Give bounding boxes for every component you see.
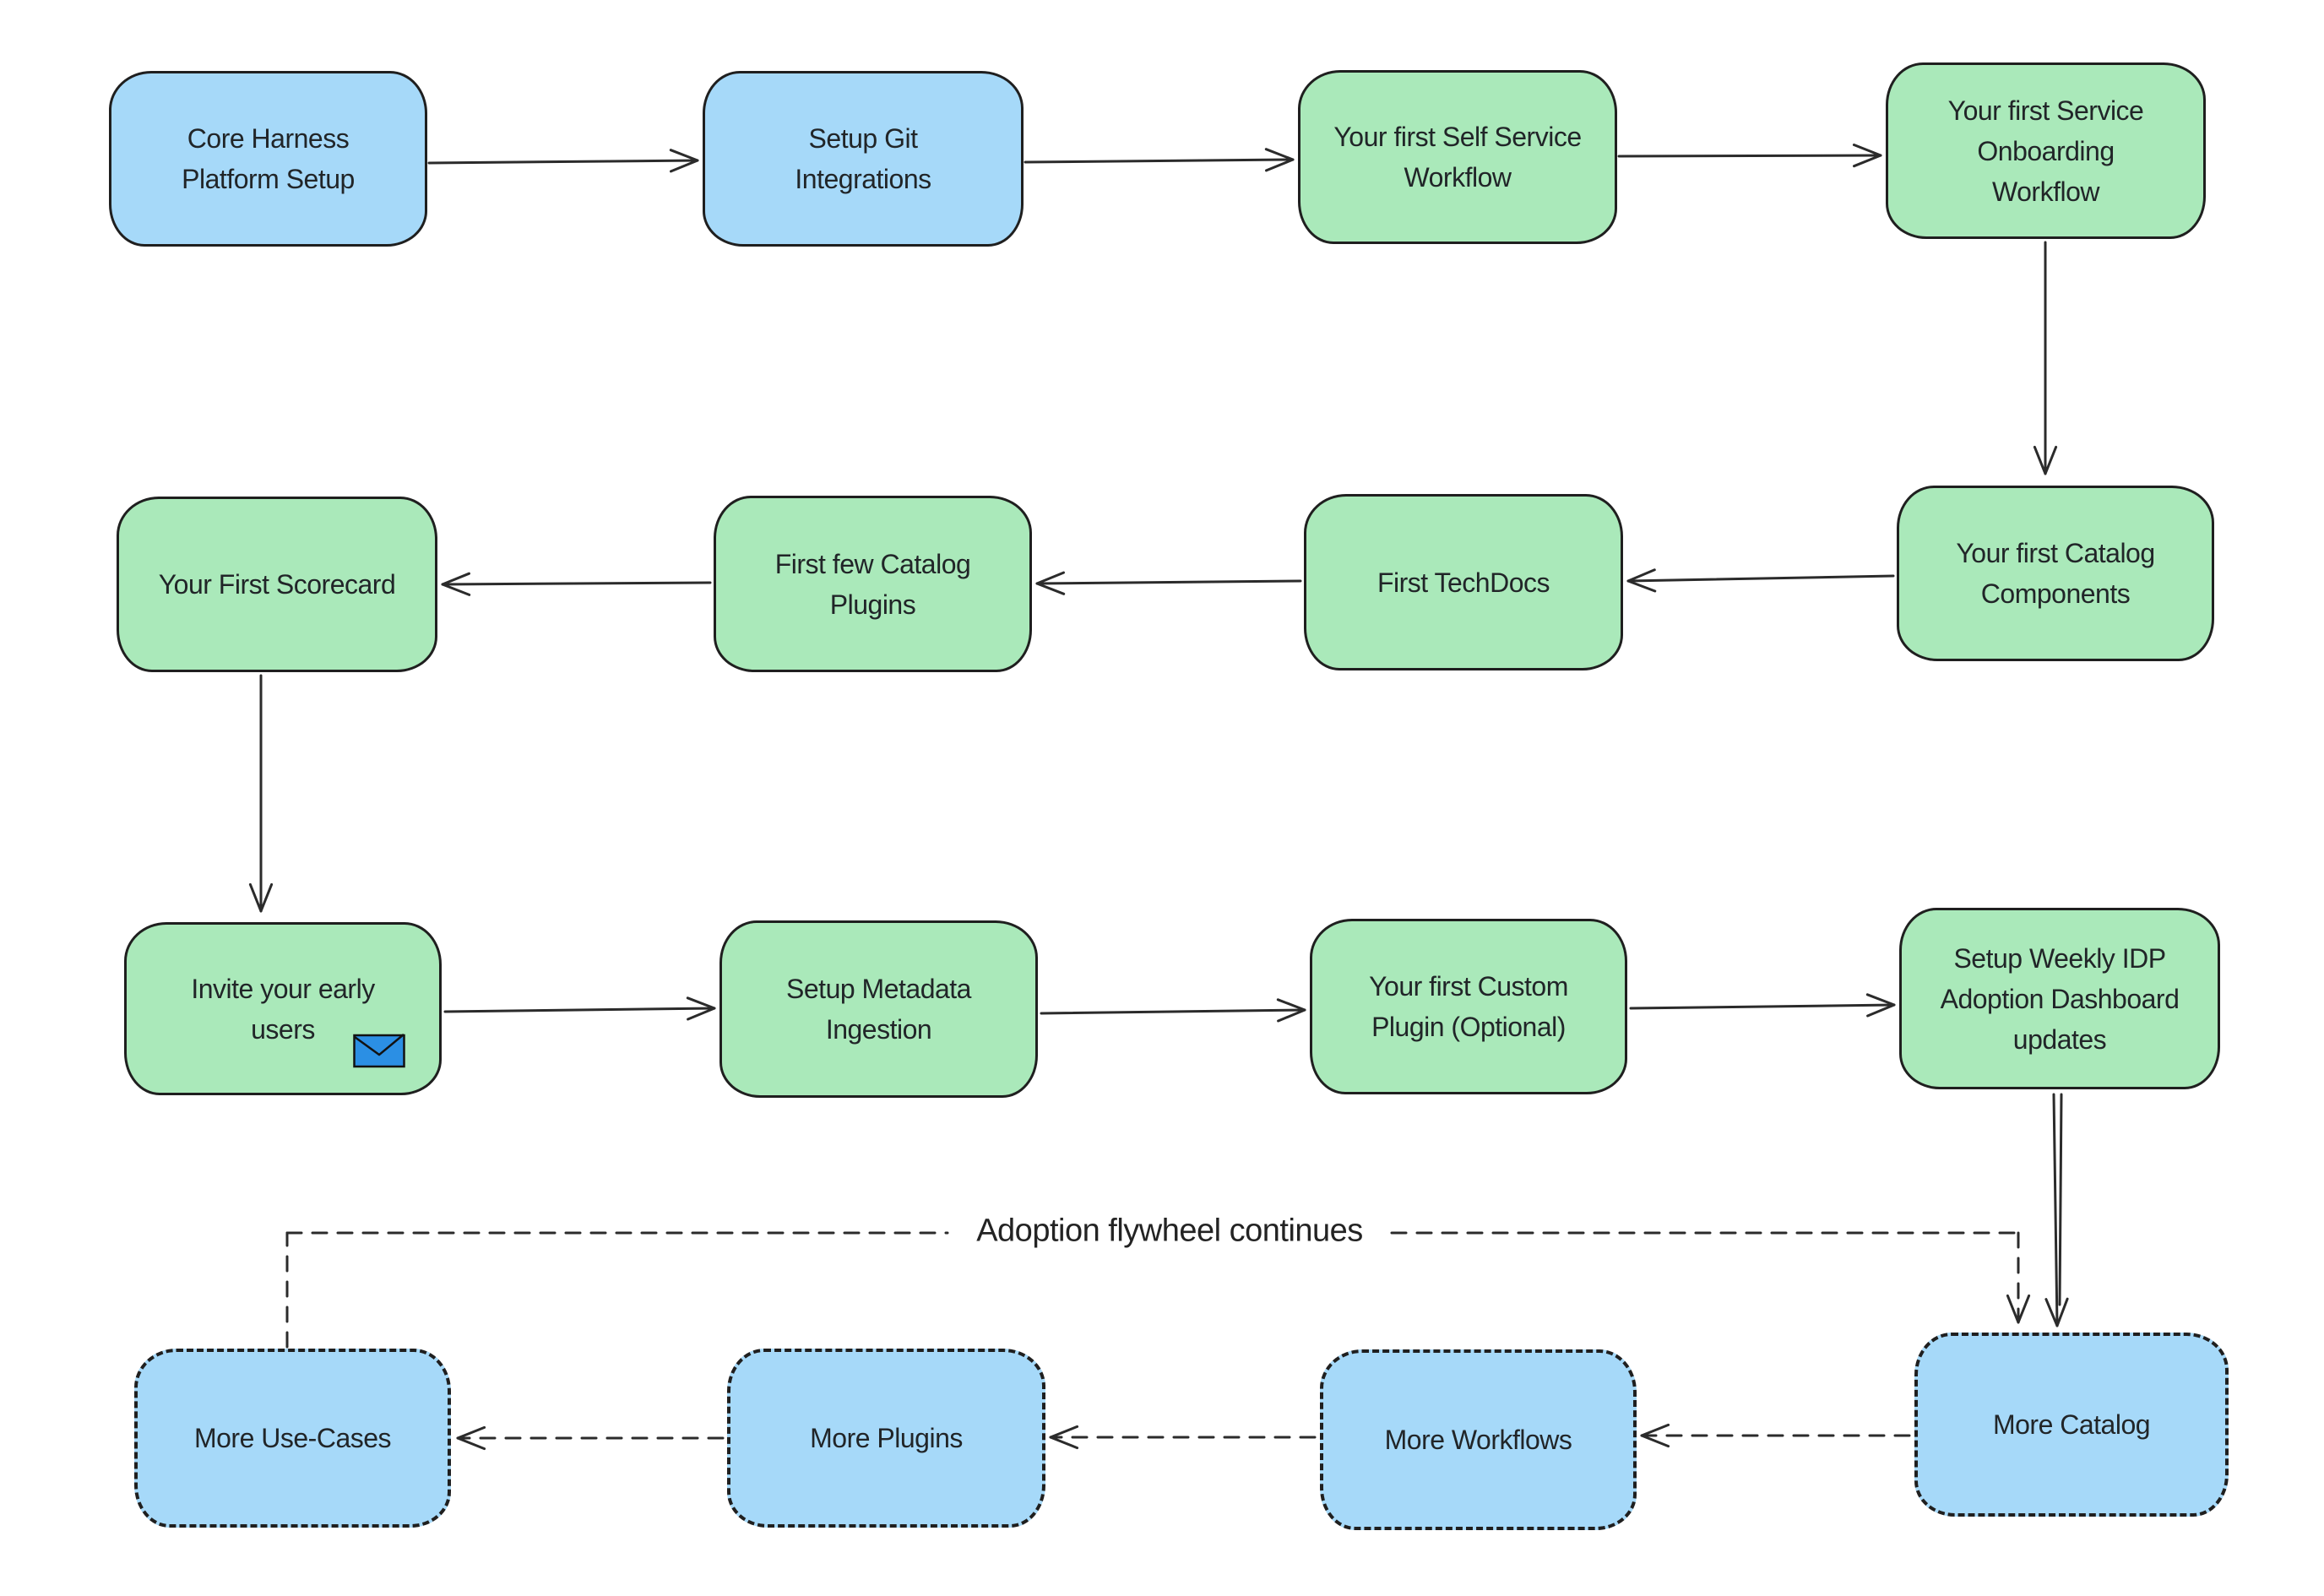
node-first-techdocs: First TechDocs [1304, 494, 1623, 670]
arrowhead-more-plugins-to-use-cases [456, 1425, 486, 1451]
arrowhead-self-service-to-onboarding [1852, 144, 1882, 168]
node-label-setup-metadata-ingestion: Setup Metadata Ingestion [786, 974, 971, 1045]
edge-techdocs-to-plugins [1035, 579, 1302, 585]
node-more-workflows: More Workflows [1320, 1349, 1637, 1530]
node-label-first-service-onboarding-workflow: Your first Service Onboarding Workflow [1947, 95, 2144, 207]
edge-invite-to-metadata [443, 1007, 716, 1013]
arrowhead-flywheel-down-right [2006, 1294, 2031, 1324]
node-label-more-catalog: More Catalog [1992, 1409, 2151, 1440]
node-label-more-workflows: More Workflows [1384, 1425, 1572, 1455]
edge-plugins-to-scorecard [441, 581, 712, 586]
edge-dashboard-to-more-catalog-stroke2 [2058, 1093, 2063, 1306]
node-label-setup-git-integrations: Setup Git Integrations [795, 123, 931, 194]
envelope-icon [353, 1034, 405, 1068]
arrowhead-git-to-self-service [1264, 148, 1295, 172]
node-label-invite-early-users: Invite your early users [191, 973, 375, 1045]
node-core-harness-platform-setup: Core Harness Platform Setup [109, 71, 427, 247]
edge-components-to-techdocs [1626, 574, 1895, 583]
node-label-first-self-service-workflow: Your first Self Service Workflow [1333, 122, 1582, 193]
arrowhead-invite-to-metadata [686, 996, 716, 1021]
node-first-catalog-components: Your first Catalog Components [1897, 486, 2214, 661]
node-first-custom-plugin: Your first Custom Plugin (Optional) [1310, 919, 1627, 1094]
node-setup-git-integrations: Setup Git Integrations [703, 71, 1024, 247]
node-label-first-custom-plugin: Your first Custom Plugin (Optional) [1369, 971, 1568, 1042]
node-more-catalog: More Catalog [1914, 1333, 2229, 1517]
node-label-more-use-cases: More Use-Cases [193, 1423, 392, 1453]
node-label-first-catalog-components: Your first Catalog Components [1956, 538, 2155, 609]
node-first-self-service-workflow: Your first Self Service Workflow [1298, 70, 1617, 244]
node-label-first-few-catalog-plugins: First few Catalog Plugins [774, 548, 971, 620]
edge-self-service-to-onboarding [1617, 154, 1882, 158]
node-label-more-plugins: More Plugins [810, 1423, 963, 1453]
edge-git-to-self-service [1024, 158, 1295, 164]
node-label-core-harness-platform-setup: Core Harness Platform Setup [182, 123, 355, 194]
node-invite-early-users: Invite your early users [124, 922, 442, 1095]
node-setup-metadata-ingestion: Setup Metadata Ingestion [719, 920, 1038, 1098]
node-first-service-onboarding-workflow: Your first Service Onboarding Workflow [1886, 62, 2206, 239]
arrowhead-onboarding-to-components [2033, 445, 2058, 475]
edge-metadata-to-custom [1040, 1008, 1306, 1015]
node-weekly-idp-adoption-dashboard: Setup Weekly IDP Adoption Dashboard upda… [1899, 908, 2220, 1089]
arrowhead-more-catalog-to-workflows [1640, 1423, 1670, 1448]
arrowhead-techdocs-to-plugins [1035, 571, 1066, 595]
arrowhead-plugins-to-scorecard [441, 572, 471, 596]
arrowhead-custom-to-dashboard [1865, 993, 1896, 1018]
arrowhead-more-workflows-to-plugins [1049, 1425, 1079, 1450]
flywheel-label: Adoption flywheel continues [976, 1213, 1363, 1249]
node-first-scorecard: Your First Scorecard [117, 497, 437, 672]
edge-dashboard-to-more-catalog [2052, 1093, 2059, 1327]
node-label-weekly-idp-adoption-dashboard: Setup Weekly IDP Adoption Dashboard upda… [1940, 942, 2180, 1055]
arrowhead-scorecard-to-invite [248, 882, 274, 913]
node-label-first-techdocs: First TechDocs [1376, 567, 1550, 598]
edge-custom-to-dashboard [1629, 1003, 1896, 1010]
arrowhead-dashboard-to-more-catalog [2044, 1297, 2069, 1327]
node-more-plugins: More Plugins [727, 1349, 1045, 1528]
edge-setup-to-git [427, 159, 699, 165]
arrowhead-metadata-to-custom [1276, 998, 1306, 1023]
arrowhead-components-to-techdocs [1626, 568, 1657, 593]
node-label-first-scorecard: Your First Scorecard [158, 569, 396, 600]
node-more-use-cases: More Use-Cases [134, 1349, 451, 1528]
arrowhead-setup-to-git [669, 149, 699, 173]
node-first-few-catalog-plugins: First few Catalog Plugins [714, 496, 1032, 672]
